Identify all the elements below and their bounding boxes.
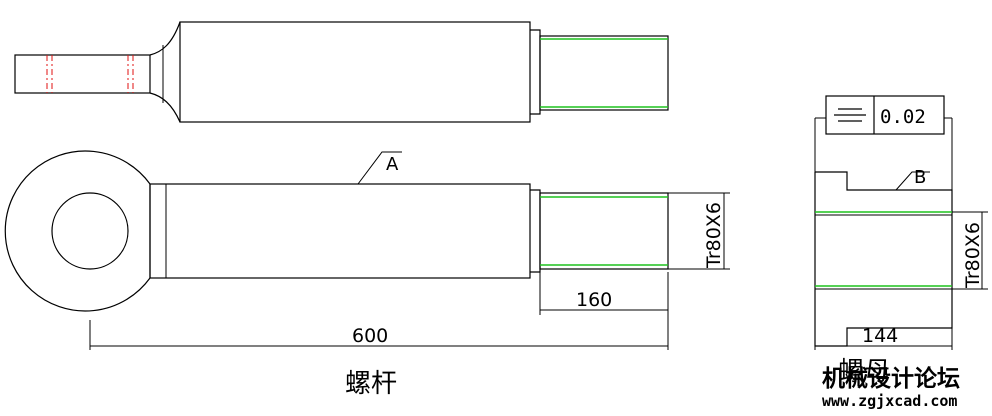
dim-thread-spec-nut: Tr80X6 bbox=[962, 222, 984, 289]
watermark-name: 机械设计论坛 bbox=[822, 365, 960, 392]
screw-neck-fillet bbox=[149, 21, 181, 123]
dim-thread-length: 160 bbox=[576, 289, 612, 311]
screw-shaft-top bbox=[179, 21, 531, 123]
dim-total-length: 600 bbox=[352, 325, 388, 347]
screw-title: 螺杆 bbox=[345, 369, 397, 399]
nut-view: 0.02 B Tr80X6 144 螺母 bbox=[814, 95, 988, 387]
watermark: 机械设计论坛 www.zgjxcad.com bbox=[822, 365, 960, 410]
label-a: A bbox=[386, 154, 399, 175]
tolerance-value: 0.02 bbox=[880, 106, 926, 128]
screw-flat-end bbox=[14, 54, 151, 94]
dim-nut-width: 144 bbox=[862, 325, 898, 347]
dim-thread-spec-screw: Tr80X6 bbox=[703, 202, 725, 269]
label-b: B bbox=[914, 167, 926, 188]
screw-eye-hole bbox=[51, 192, 129, 270]
nut-body bbox=[814, 171, 953, 347]
screw-front-view: A Tr80X6 160 600 螺杆 bbox=[4, 150, 730, 399]
screw-eye-outline bbox=[4, 150, 151, 312]
nut-title: 螺母 bbox=[838, 357, 890, 387]
tolerance-frame bbox=[825, 95, 945, 135]
screw-thread-front bbox=[539, 192, 669, 270]
watermark-url: www.zgjxcad.com bbox=[822, 392, 957, 410]
screw-shaft-front bbox=[149, 183, 531, 279]
screw-top-view bbox=[14, 21, 669, 123]
screw-thread-top bbox=[539, 35, 669, 111]
